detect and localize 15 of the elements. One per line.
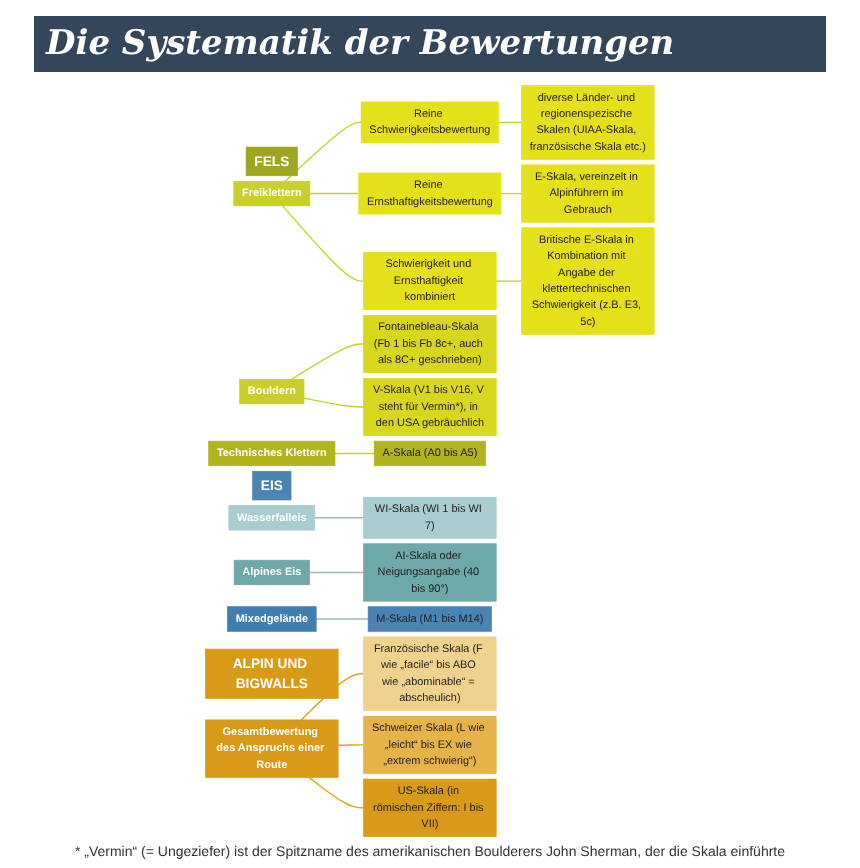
connector-line (303, 397, 365, 408)
connector-line (282, 205, 365, 282)
title-banner: Die Systematik der Bewertungen (34, 16, 826, 72)
connector-line (308, 571, 365, 574)
connector-line (500, 192, 523, 195)
connector-line (291, 343, 365, 380)
connector-line (284, 121, 362, 182)
connector-line (315, 618, 369, 620)
connector-line (334, 452, 375, 455)
connector-line (498, 121, 523, 124)
connector-line (337, 744, 365, 747)
connector-line (309, 192, 360, 195)
connector-line (495, 280, 523, 282)
connector-line (308, 776, 365, 809)
connector-line (314, 517, 365, 519)
